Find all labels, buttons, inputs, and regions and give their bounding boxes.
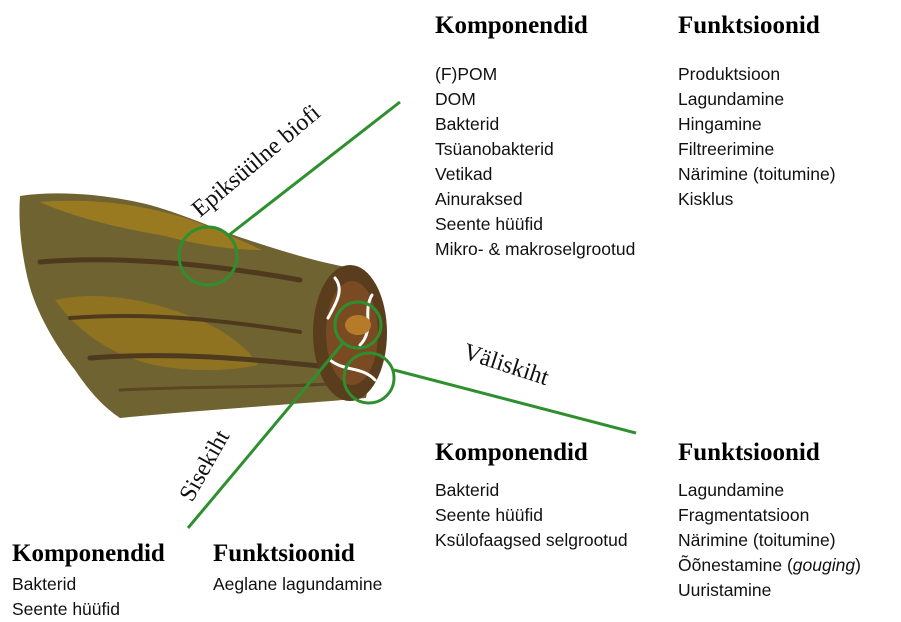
epixylic-functions-list: Produktsioon Lagundamine Hingamine Filtr… <box>678 62 836 212</box>
epixylic-components: Komponendid (F)POM DOM Bakterid Tsüanoba… <box>435 13 635 262</box>
list-item: Bakterid <box>12 572 165 597</box>
log-core <box>345 315 371 335</box>
outer-functions: Funktsioonid Lagundamine Fragmentatsioon… <box>678 440 861 603</box>
inner-functions-list: Aeglane lagundamine <box>213 572 382 597</box>
epixylic-components-heading: Komponendid <box>435 13 635 38</box>
inner-components: Komponendid Bakterid Seente hüüfid <box>12 541 165 622</box>
list-item: Vetikad <box>435 162 635 187</box>
list-item: (F)POM <box>435 62 635 87</box>
list-item: Ksülofaagsed selgrootud <box>435 528 628 553</box>
list-item: Uuristamine <box>678 578 861 603</box>
list-item: Filtreerimine <box>678 137 836 162</box>
list-item: Seente hüüfid <box>12 597 165 622</box>
inner-components-list: Bakterid Seente hüüfid <box>12 572 165 622</box>
list-item: Seente hüüfid <box>435 212 635 237</box>
inner-functions: Funktsioonid Aeglane lagundamine <box>213 541 382 597</box>
list-item: Bakterid <box>435 478 628 503</box>
inner-components-heading: Komponendid <box>12 541 165 566</box>
list-item: Mikro- & makroselgrootud <box>435 237 635 262</box>
epixylic-components-list: (F)POM DOM Bakterid Tsüanobakterid Vetik… <box>435 62 635 262</box>
outer-components-heading: Komponendid <box>435 440 628 465</box>
list-item: Närimine (toitumine) <box>678 162 836 187</box>
list-item: Kisklus <box>678 187 836 212</box>
inner-functions-heading: Funktsioonid <box>213 541 382 566</box>
outer-components: Komponendid Bakterid Seente hüüfid Ksülo… <box>435 440 628 553</box>
inner-label: Sisekiht <box>175 425 236 505</box>
list-item: Tsüanobakterid <box>435 137 635 162</box>
list-item: Produktsioon <box>678 62 836 87</box>
list-item: Lagundamine <box>678 478 861 503</box>
outer-functions-list: Lagundamine Fragmentatsioon Närimine (to… <box>678 478 861 603</box>
list-item: DOM <box>435 87 635 112</box>
list-item: Hingamine <box>678 112 836 137</box>
outer-label: Väliskiht <box>460 339 552 391</box>
epixylic-functions: Funktsioonid Produktsioon Lagundamine Hi… <box>678 13 836 212</box>
list-item: Bakterid <box>435 112 635 137</box>
epixylic-functions-heading: Funktsioonid <box>678 13 836 38</box>
outer-components-list: Bakterid Seente hüüfid Ksülofaagsed selg… <box>435 478 628 553</box>
list-item: Seente hüüfid <box>435 503 628 528</box>
list-item: Õõnestamine (gouging) <box>678 553 861 578</box>
epixylic-label: Epiksüülne biofilm <box>0 0 326 223</box>
list-item: Ainuraksed <box>435 187 635 212</box>
list-item: Lagundamine <box>678 87 836 112</box>
list-item: Aeglane lagundamine <box>213 572 382 597</box>
outer-functions-heading: Funktsioonid <box>678 440 861 465</box>
list-item: Fragmentatsioon <box>678 503 861 528</box>
list-item: Närimine (toitumine) <box>678 528 861 553</box>
